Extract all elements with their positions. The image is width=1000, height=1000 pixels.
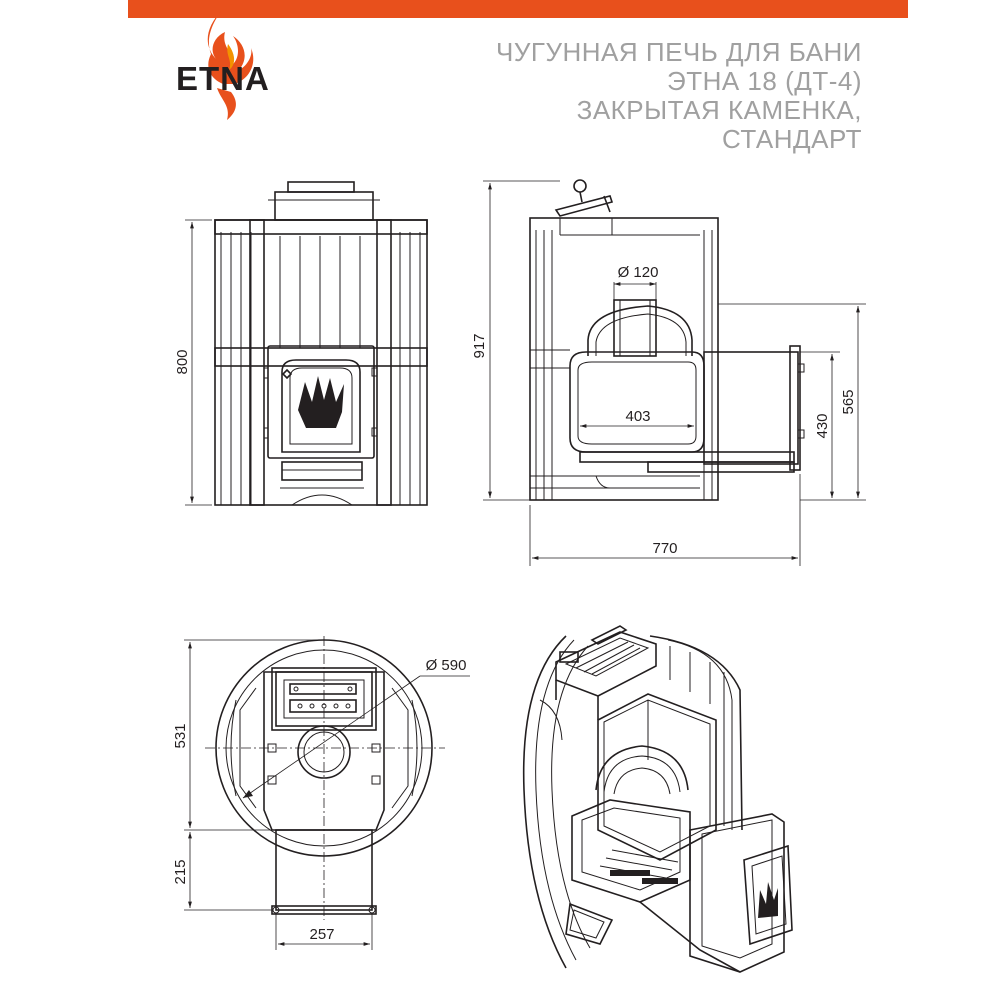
side-height-label: 917	[471, 333, 488, 358]
side-firebox	[569, 351, 705, 453]
title-line: ЗАКРЫТАЯ КАМЕНКА,	[576, 95, 862, 125]
top-view: Ø 590 531 215 257	[172, 636, 470, 950]
tunnel-top-label: 565	[840, 389, 857, 414]
title-line: ЭТНА 18 (ДТ-4)	[667, 66, 862, 96]
firebox-depth-label: 403	[625, 408, 650, 425]
etna-logo	[207, 10, 254, 120]
side-body	[529, 217, 719, 501]
top-diameter-label: Ø 590	[426, 657, 467, 674]
top-plate	[263, 671, 385, 831]
front-top-cover	[274, 191, 374, 221]
front-view: 800	[174, 181, 428, 506]
side-length-label: 770	[652, 540, 677, 557]
flame-inner-icon	[227, 44, 235, 70]
side-flue-dome	[587, 305, 693, 356]
front-ash-drawer	[281, 461, 363, 481]
stove-cutaway-icon	[522, 625, 793, 973]
iso-tunnel	[689, 813, 785, 973]
iso-inner-chamber	[597, 693, 717, 861]
side-lid	[554, 195, 614, 217]
front-right-grate	[376, 219, 421, 506]
flue-diameter-label: Ø 120	[618, 264, 659, 281]
flame-glass-icon	[298, 376, 344, 428]
header-bar	[128, 0, 908, 18]
top-depth-label: 531	[172, 723, 189, 748]
iso-flame-icon	[758, 882, 778, 918]
tunnel-length-label: 215	[172, 859, 189, 884]
front-firebox-door	[263, 345, 378, 459]
logo-text: ETNA	[176, 60, 270, 97]
front-top-box	[287, 181, 355, 193]
title-line: СТАНДАРТ	[721, 124, 862, 154]
top-tunnel	[275, 829, 373, 911]
front-height-label: 800	[174, 349, 191, 374]
title-line: ЧУГУННАЯ ПЕЧЬ ДЛЯ БАНИ	[496, 37, 862, 67]
side-view: 403 Ø 120 917 430 565 770	[471, 179, 866, 566]
tunnel-height-label: 430	[814, 413, 831, 438]
flame-tail-icon	[217, 88, 236, 120]
header-bar-fill	[128, 0, 908, 18]
tunnel-width-label: 257	[309, 926, 334, 943]
front-left-grate	[220, 219, 265, 506]
front-center-ribs	[279, 236, 361, 348]
flame-icon	[207, 10, 254, 84]
side-tunnel	[703, 351, 799, 465]
product-title: ЧУГУННАЯ ПЕЧЬ ДЛЯ БАНИ ЭТНА 18 (ДТ-4) ЗА…	[496, 38, 862, 154]
iso-door	[743, 844, 793, 946]
iso-top-box	[555, 631, 657, 697]
